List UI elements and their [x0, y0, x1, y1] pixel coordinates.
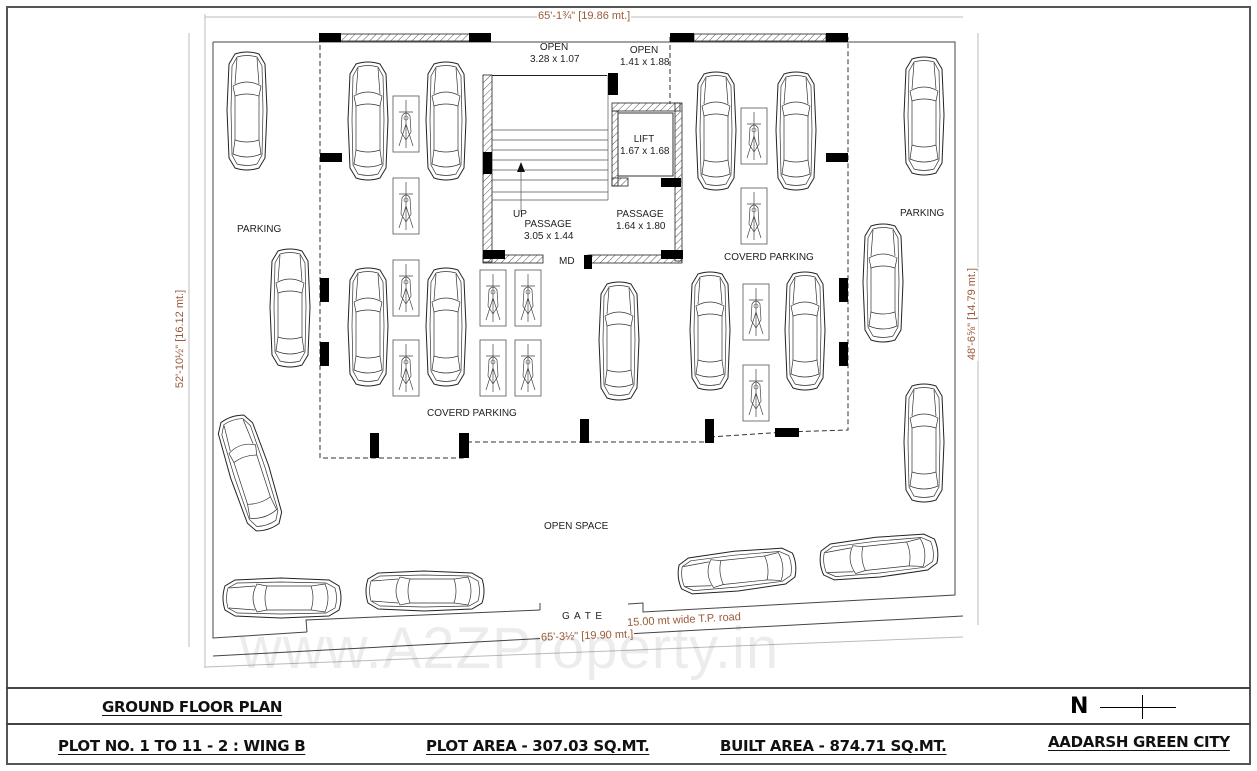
open-space-label: OPEN SPACE — [544, 521, 609, 532]
info-row: PLOT NO. 1 TO 11 - 2 : WING B PLOT AREA … — [6, 725, 1251, 765]
main-door-label: MD — [559, 256, 575, 267]
plot-area: PLOT AREA - 307.03 SQ.MT. — [426, 737, 650, 755]
built-area: BUILT AREA - 874.71 SQ.MT. — [720, 737, 947, 755]
north-label: N — [1070, 694, 1089, 719]
covered-parking-left-label: COVERD PARKING — [427, 408, 517, 419]
dimension-left: 52'-10½" [16.12 mt.] — [174, 288, 187, 390]
cars — [212, 51, 945, 619]
watermark: www.A2ZProperty.in — [240, 616, 780, 681]
north-arrow-tick — [1142, 695, 1143, 719]
columns — [319, 33, 848, 458]
covered-parking-right-label: COVERD PARKING — [724, 252, 814, 263]
title-row: GROUND FLOOR PLAN N — [6, 687, 1251, 725]
parking-right-label: PARKING — [900, 208, 945, 219]
stair-up-label: UP — [513, 209, 527, 220]
north-arrow-icon — [1100, 707, 1176, 708]
drawing-sheet — [6, 6, 1251, 765]
gate-label: G A T E — [562, 611, 604, 622]
dimension-top: 65'-1¾" [19.86 mt.] — [537, 10, 632, 22]
core — [482, 74, 683, 264]
floor-plan-drawing — [188, 14, 979, 668]
parking-left-label: PARKING — [237, 224, 282, 235]
title-block: GROUND FLOOR PLAN N PLOT NO. 1 TO 11 - 2… — [6, 687, 1251, 765]
dimension-right: 48'-6⅝" [14.79 mt.] — [966, 266, 979, 362]
drawing-title: GROUND FLOOR PLAN — [102, 698, 283, 716]
plot-number: PLOT NO. 1 TO 11 - 2 : WING B — [58, 737, 306, 755]
project-name: AADARSH GREEN CITY — [1048, 733, 1230, 751]
